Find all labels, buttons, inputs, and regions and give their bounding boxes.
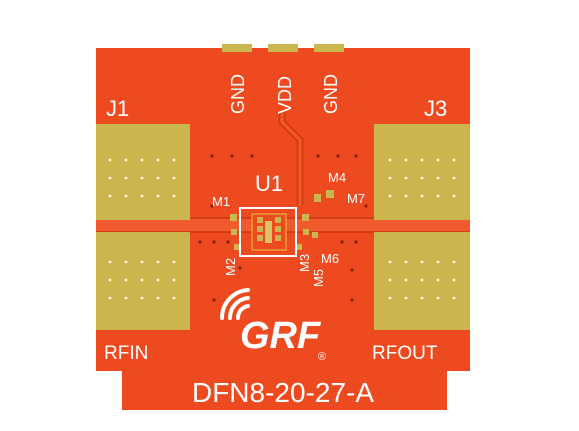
logo-text: GRF (240, 315, 322, 357)
m6-label: M6 (321, 251, 339, 266)
m3-label: M3 (297, 254, 312, 272)
part-number-label: DFN8-20-27-A (192, 377, 374, 408)
j3-connector-pads (374, 124, 470, 330)
gnd-right-label: GND (321, 74, 341, 114)
pad-vias (108, 158, 456, 300)
smd-components (230, 190, 334, 250)
vdd-label: VDD (275, 76, 295, 114)
top-header-pads (222, 44, 344, 52)
u1-chip-footprint (239, 207, 297, 257)
grf-logo: GRF ® (219, 288, 326, 363)
wireless-signal-icon (219, 288, 250, 320)
m1-label: M1 (212, 194, 230, 209)
rfin-label: RFIN (104, 343, 148, 364)
registered-mark: ® (318, 351, 326, 363)
m7-label: M7 (347, 191, 365, 206)
j3-label: J3 (424, 96, 447, 121)
m5-label: M5 (311, 269, 326, 287)
board-vias (198, 154, 368, 302)
m2-label: M2 (223, 258, 238, 276)
j1-label: J1 (106, 96, 129, 121)
rfout-label: RFOUT (372, 343, 438, 364)
gnd-left-label: GND (228, 74, 248, 114)
m4-label: M4 (328, 170, 346, 185)
u1-label: U1 (255, 171, 283, 196)
